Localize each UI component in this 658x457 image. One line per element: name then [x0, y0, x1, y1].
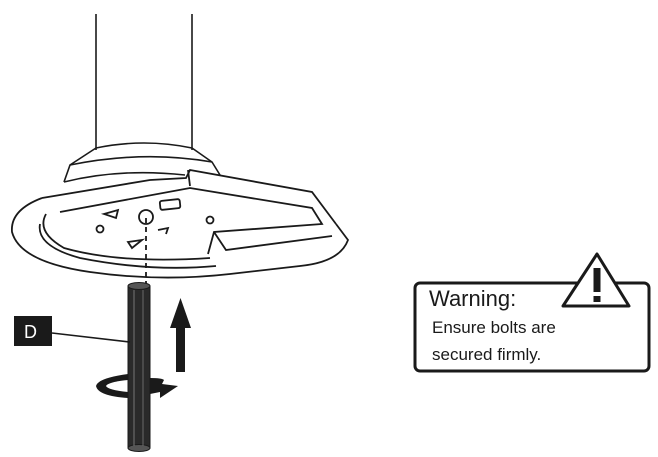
mount-pole: [95, 14, 193, 150]
callout-d: D: [14, 316, 131, 346]
warning-line-1: Ensure bolts are: [432, 318, 556, 337]
threaded-bolt: [127, 282, 151, 452]
warning-title: Warning:: [429, 286, 516, 311]
rotation-arrow-icon: [96, 374, 178, 398]
callout-d-label: D: [24, 322, 37, 342]
upward-arrow-icon: [170, 298, 191, 372]
warning-triangle-icon: [561, 252, 631, 308]
pole-collar: [63, 142, 221, 183]
warning-line-2: secured firmly.: [432, 345, 541, 364]
base-plate: [11, 168, 350, 279]
